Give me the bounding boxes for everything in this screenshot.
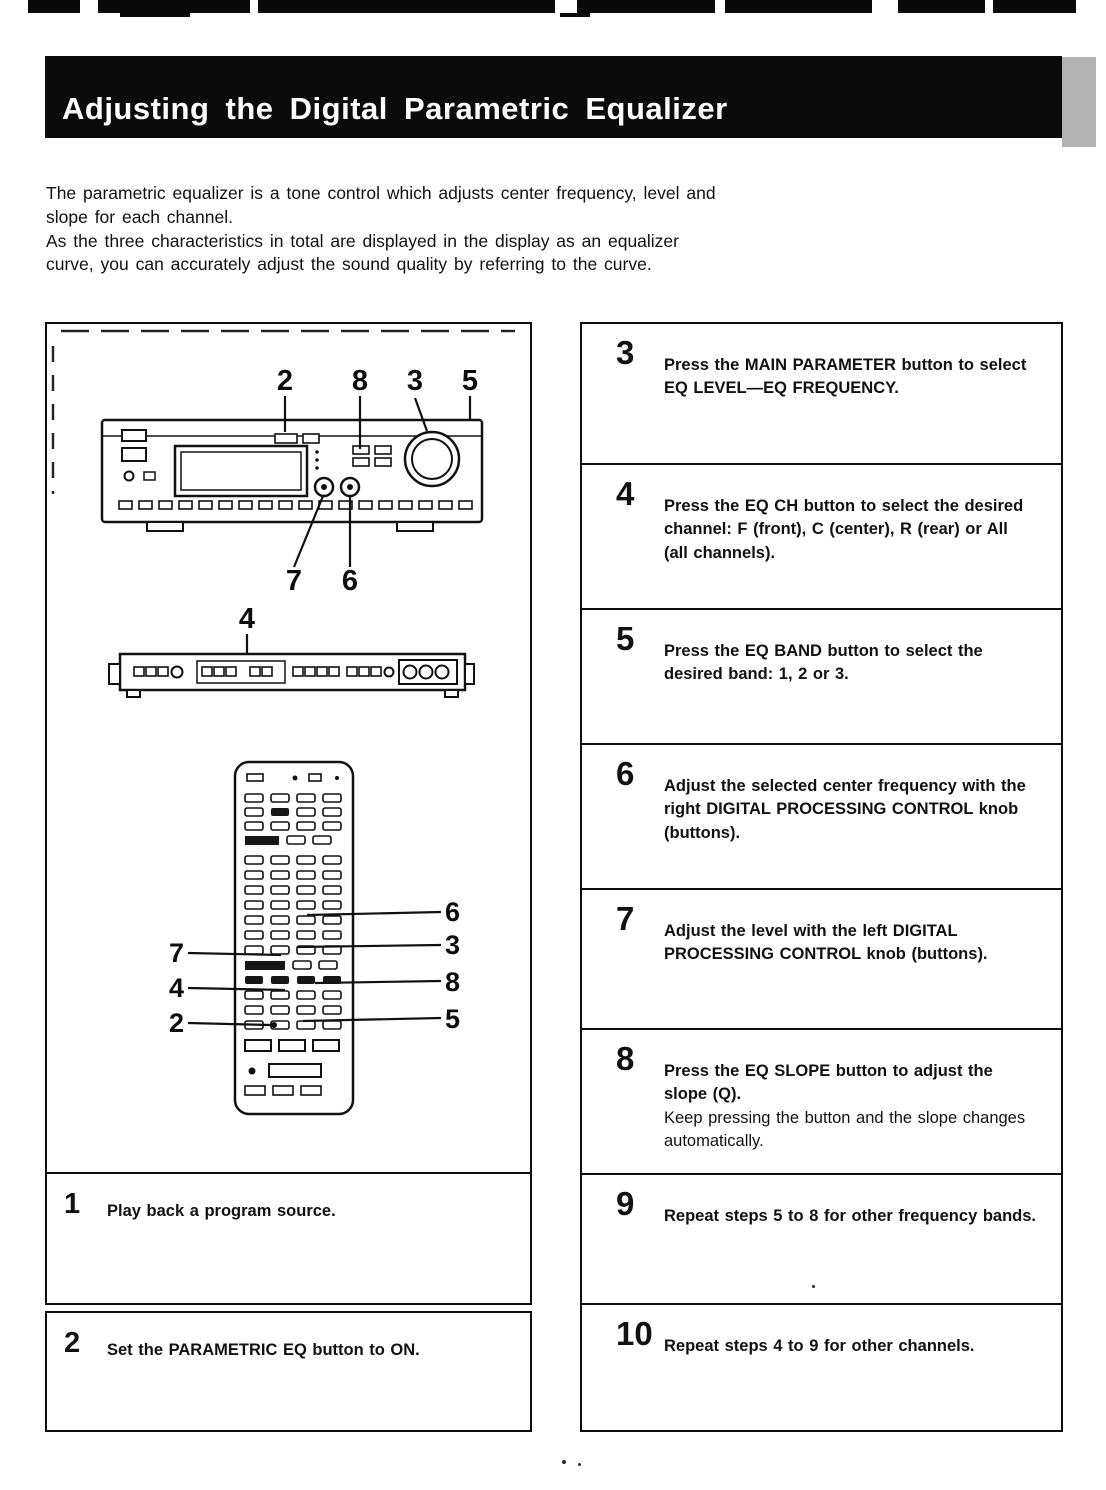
step-text: Press the EQ CH button to select the des… (664, 497, 1024, 562)
callout-number: 6 (342, 565, 358, 597)
callout-number: 8 (445, 967, 460, 997)
eq-rack-unit-diagram: 4 (108, 603, 475, 698)
scan-gray-patch (1062, 57, 1096, 147)
step-number: 6 (616, 755, 635, 792)
remote-callouts: 6 3 8 5 7 4 2 (169, 897, 460, 1038)
step-text: Press the MAIN PARAMETER button to selec… (664, 356, 1027, 398)
callout-number: 3 (445, 930, 460, 960)
step-box-8: 8 Press the EQ SLOPE button to adjust th… (580, 1028, 1063, 1175)
callout-number: 6 (445, 897, 460, 927)
step-number: 7 (616, 900, 635, 937)
intro-paragraph-2: As the three characteristics in total ar… (46, 230, 679, 275)
step-number: 3 (616, 334, 635, 371)
scan-speck (812, 1285, 815, 1288)
step-number: 10 (616, 1315, 653, 1352)
step-box-2: 2 Set the PARAMETRIC EQ button to ON. (45, 1311, 532, 1432)
scan-artifact (560, 13, 590, 17)
callout-number: 2 (277, 365, 293, 397)
step-box-7: 7 Adjust the level with the left DIGITAL… (580, 888, 1063, 1030)
callout-number: 3 (407, 365, 423, 397)
step-number: 2 (64, 1327, 81, 1359)
step-text: Set the PARAMETRIC EQ button to ON. (107, 1341, 420, 1359)
step-box-6: 6 Adjust the selected center frequency w… (580, 743, 1063, 890)
receiver-callouts: 2 8 3 5 7 6 (277, 365, 478, 597)
step-number: 8 (616, 1040, 635, 1077)
scan-speck (562, 1460, 566, 1464)
step-text: Repeat steps 5 to 8 for other frequency … (664, 1207, 1036, 1225)
scan-artifact-bar (28, 0, 1076, 13)
step-number: 1 (64, 1188, 81, 1220)
step-text: Adjust the selected center frequency wit… (664, 777, 1026, 842)
page-title: Adjusting the Digital Parametric Equaliz… (62, 91, 728, 126)
step-box-10: 10 Repeat steps 4 to 9 for other channel… (580, 1303, 1063, 1432)
step-number: 4 (616, 475, 635, 512)
step-box-4: 4 Press the EQ CH button to select the d… (580, 463, 1063, 610)
step-box-1: 1 Play back a program source. (45, 1172, 532, 1305)
scan-speck (578, 1463, 581, 1466)
receiver-front-panel-diagram (100, 418, 484, 532)
step-text: Press the EQ BAND button to select the d… (664, 642, 983, 684)
callout-number: 7 (169, 938, 184, 968)
step-box-9: 9 Repeat steps 5 to 8 for other frequenc… (580, 1173, 1063, 1305)
step-text: Adjust the level with the left DIGITAL P… (664, 922, 988, 964)
callout-number: 7 (286, 565, 302, 597)
title-bar: Adjusting the Digital Parametric Equaliz… (45, 56, 1062, 138)
step-number: 9 (616, 1185, 635, 1222)
callout-number: 5 (462, 365, 478, 397)
callout-number: 4 (239, 603, 255, 635)
callout-number: 5 (445, 1004, 460, 1034)
diagram-box: 2 8 3 5 7 6 4 (45, 322, 532, 1174)
equipment-diagram: 2 8 3 5 7 6 4 (51, 329, 515, 1116)
callout-number: 2 (169, 1008, 184, 1038)
intro-paragraph-1: The parametric equalizer is a tone contr… (46, 183, 716, 227)
callout-number: 4 (169, 973, 184, 1003)
callout-number: 8 (352, 365, 368, 397)
step-text: Play back a program source. (107, 1202, 336, 1220)
remote-control-diagram (233, 760, 355, 1116)
step-box-3: 3 Press the MAIN PARAMETER button to sel… (580, 322, 1063, 465)
step-number: 5 (616, 620, 635, 657)
step-text: Press the EQ SLOPE button to adjust the … (664, 1062, 1026, 1151)
scan-artifact (120, 13, 190, 17)
intro-text: The parametric equalizer is a tone contr… (46, 182, 722, 277)
step-box-5: 5 Press the EQ BAND button to select the… (580, 608, 1063, 745)
step-text: Repeat steps 4 to 9 for other channels. (664, 1337, 975, 1355)
